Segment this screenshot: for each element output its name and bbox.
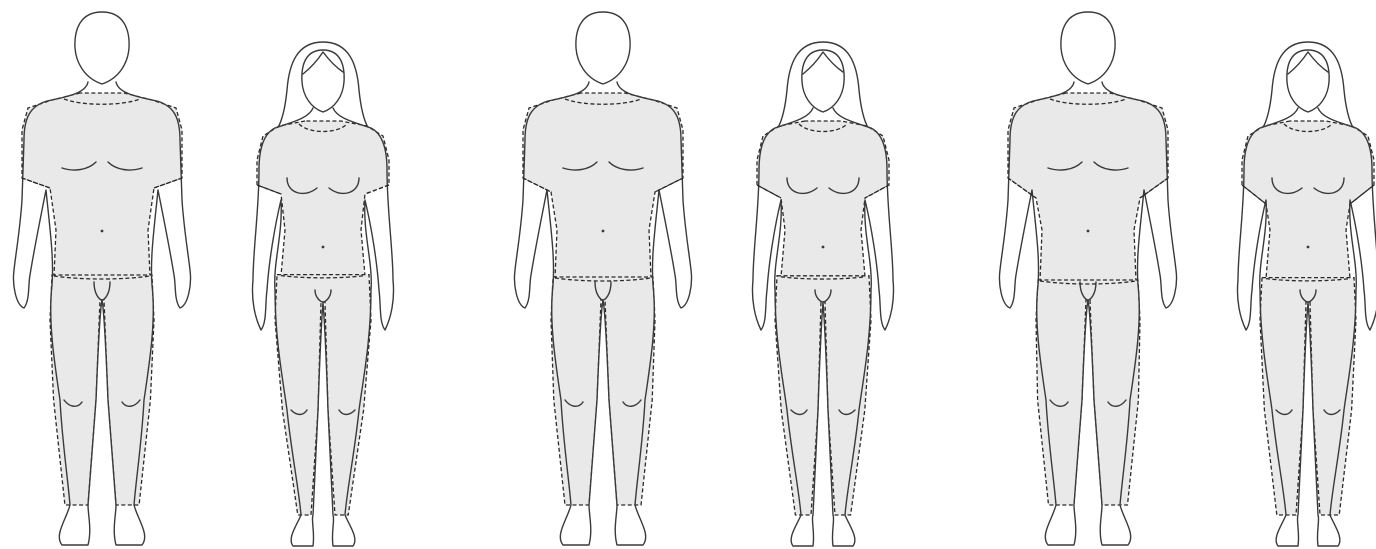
figure-female-fit-loose [1237, 42, 1376, 546]
figure-male-fit-loose [999, 12, 1176, 545]
figure-male-fit-regular [514, 12, 691, 545]
navel-dot [1087, 230, 1090, 233]
navel-dot [602, 230, 605, 233]
pants-region [551, 277, 655, 505]
shirt-region [1008, 93, 1168, 281]
shirt-region [523, 93, 683, 278]
navel-dot [101, 230, 104, 233]
navel-dot [322, 246, 325, 249]
pants-region [1260, 278, 1356, 515]
figure-female-fit-regular [752, 42, 893, 546]
navel-dot [1307, 246, 1310, 249]
navel-dot [822, 246, 825, 249]
figure-female-fit-tight [252, 42, 393, 546]
figure-male-fit-tight [13, 12, 190, 545]
pants-region [50, 275, 154, 505]
head-outline [1061, 12, 1115, 84]
pants-region [1036, 280, 1140, 505]
shirt-region [22, 93, 182, 276]
head-outline [576, 12, 630, 84]
head-outline [75, 12, 129, 84]
